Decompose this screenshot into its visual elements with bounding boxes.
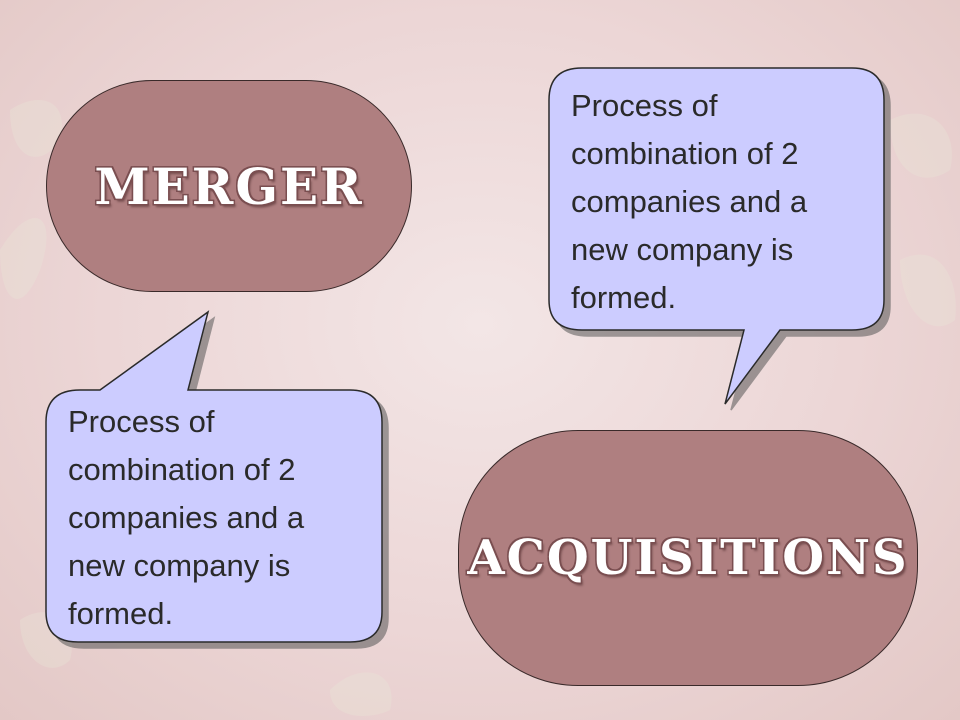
merger-label: MERGER (94, 156, 364, 216)
merger-node: MERGER (46, 80, 412, 292)
acquisitions-node: ACQUISITIONS (458, 430, 918, 686)
merger-description: Process of combination of 2 companies an… (68, 404, 305, 631)
acquisitions-description: Process of combination of 2 companies an… (571, 88, 808, 315)
acquisitions-label: ACQUISITIONS (467, 530, 909, 586)
